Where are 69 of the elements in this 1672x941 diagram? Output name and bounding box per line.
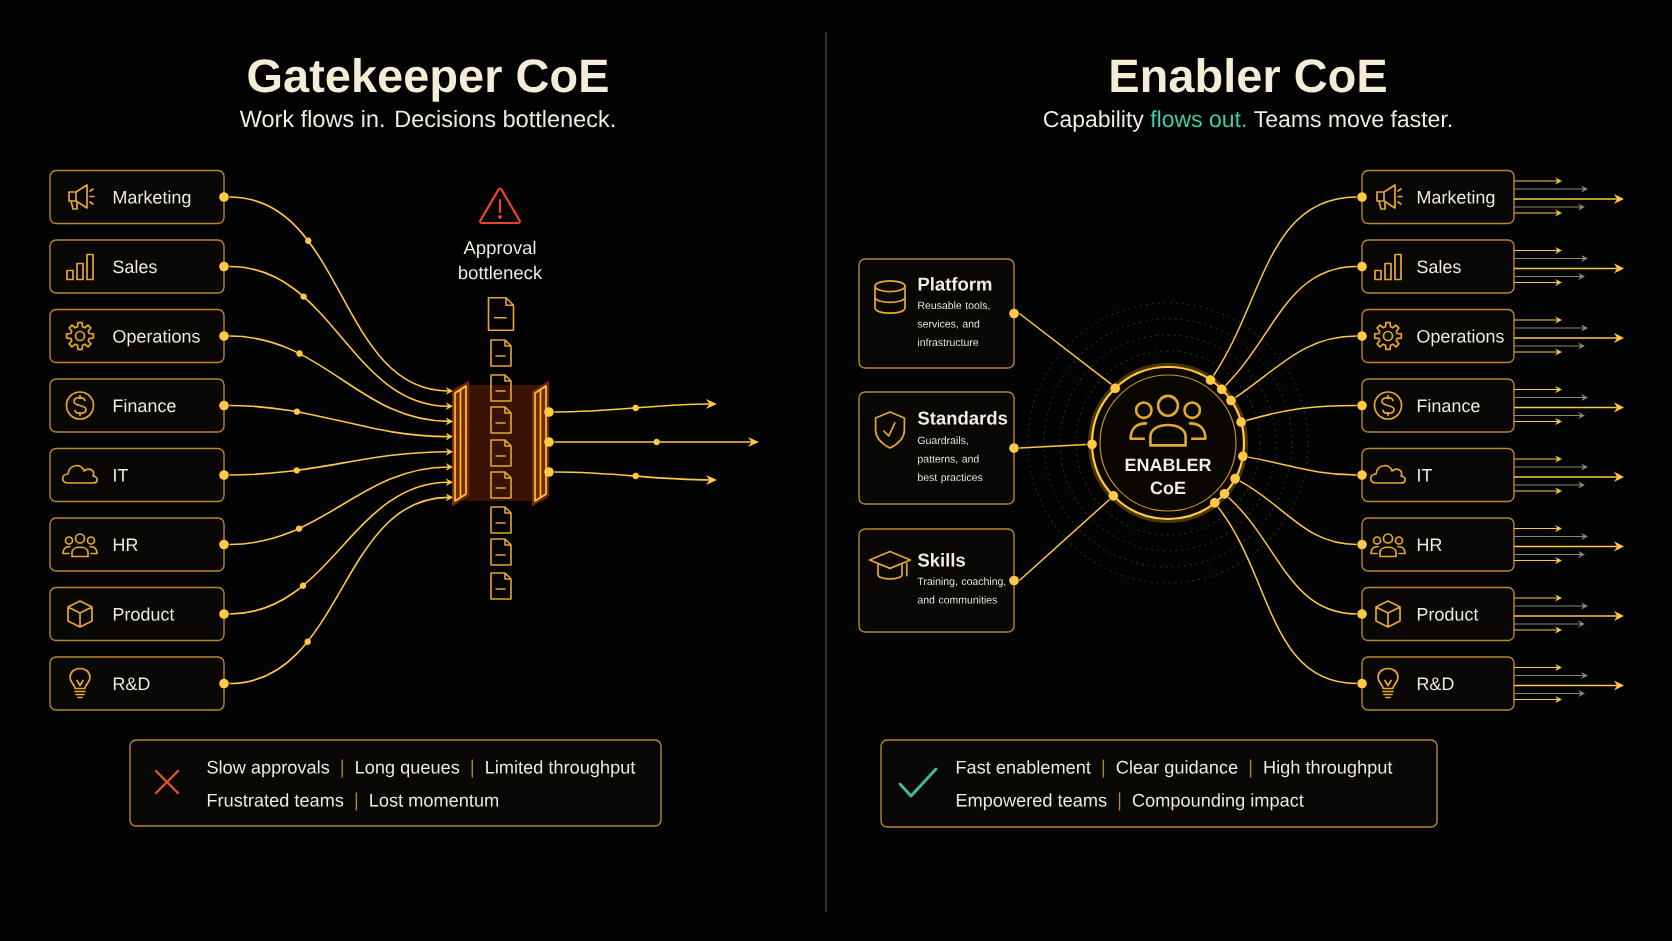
card-text: Guardrails, patterns, and best practices	[917, 436, 983, 484]
arrow	[1513, 551, 1585, 558]
connector-line	[1227, 496, 1358, 615]
connector-line	[1018, 312, 1113, 386]
department-box: Operations	[49, 308, 225, 364]
arrow	[228, 493, 453, 685]
department-box: HR	[49, 517, 225, 572]
arrow	[1513, 394, 1588, 401]
department-box: Finance	[49, 378, 225, 433]
connector-line	[1245, 404, 1358, 422]
arrow	[1513, 418, 1562, 425]
department-box: Marketing	[49, 169, 225, 225]
connector-line	[1018, 443, 1088, 449]
department-box: Sales	[1361, 239, 1515, 294]
title: Enabler CoE	[1111, 57, 1386, 93]
outcome-text: Compounding impact	[1132, 793, 1304, 811]
arrow	[1513, 255, 1588, 262]
title: Gatekeeper CoE	[248, 57, 608, 102]
arrow	[228, 447, 453, 476]
department-box: Product	[1361, 586, 1515, 642]
outcome-text: Frustrated teams	[207, 793, 344, 807]
department-box: HR	[1361, 517, 1515, 572]
card-text: Training, coaching, and communities	[917, 577, 1006, 604]
outcome-text: Lost momentum	[370, 793, 498, 807]
department-box: Operations	[1361, 308, 1515, 364]
card-title: Standards	[917, 411, 1008, 425]
subtitle: Capability flows out. Teams move faster.	[1044, 110, 1452, 132]
subtitle: Work flows in. Decisions bottleneck.	[239, 109, 615, 128]
connector-line	[1018, 498, 1111, 582]
arrow	[228, 478, 453, 615]
card-text: Reusable tools, services, and infrastructure	[917, 301, 990, 347]
department-box: IT	[49, 447, 225, 503]
arrow	[1513, 672, 1588, 679]
arrow	[1513, 533, 1588, 540]
outcome-text: Limited throughput	[486, 760, 636, 778]
department-box: Sales	[49, 239, 225, 294]
department-box: Product	[49, 586, 225, 642]
arrow	[1513, 412, 1585, 419]
department-box: R&D	[49, 656, 225, 711]
connector-line	[1224, 265, 1358, 387]
outcome-text: Long queues	[356, 760, 460, 778]
connector-line	[1217, 506, 1358, 685]
arrow	[1513, 696, 1562, 703]
department-box: R&D	[1361, 656, 1515, 711]
outcome-text: Fast enablement	[956, 760, 1091, 774]
department-box: IT	[1361, 447, 1515, 503]
arrow	[1513, 279, 1562, 286]
outcome-text: High throughput	[1264, 760, 1393, 778]
card-title: Platform	[918, 277, 992, 291]
department-box: Finance	[1361, 378, 1515, 433]
connector-line	[1234, 335, 1358, 399]
connector-line	[1239, 480, 1358, 546]
arrow	[1513, 273, 1585, 280]
outcome-text: Slow approvals	[207, 760, 330, 778]
arrow	[1513, 247, 1562, 254]
arrow	[1513, 386, 1562, 393]
outcome-text: Empowered teams	[956, 793, 1107, 811]
bottleneck-label: Approval bottleneck	[459, 240, 543, 280]
department-box: Marketing	[1361, 169, 1515, 225]
arrow	[1513, 525, 1562, 532]
connector-line	[1247, 456, 1358, 476]
card-title: Skills	[917, 553, 965, 567]
outcome-text: Clear guidance	[1116, 760, 1238, 778]
arrow	[228, 463, 453, 546]
arrow	[1513, 664, 1562, 671]
arrow	[1513, 690, 1585, 697]
connector-line	[1212, 196, 1358, 377]
hub-label: ENABLER CoE	[1125, 458, 1212, 495]
arrow	[1513, 557, 1562, 564]
